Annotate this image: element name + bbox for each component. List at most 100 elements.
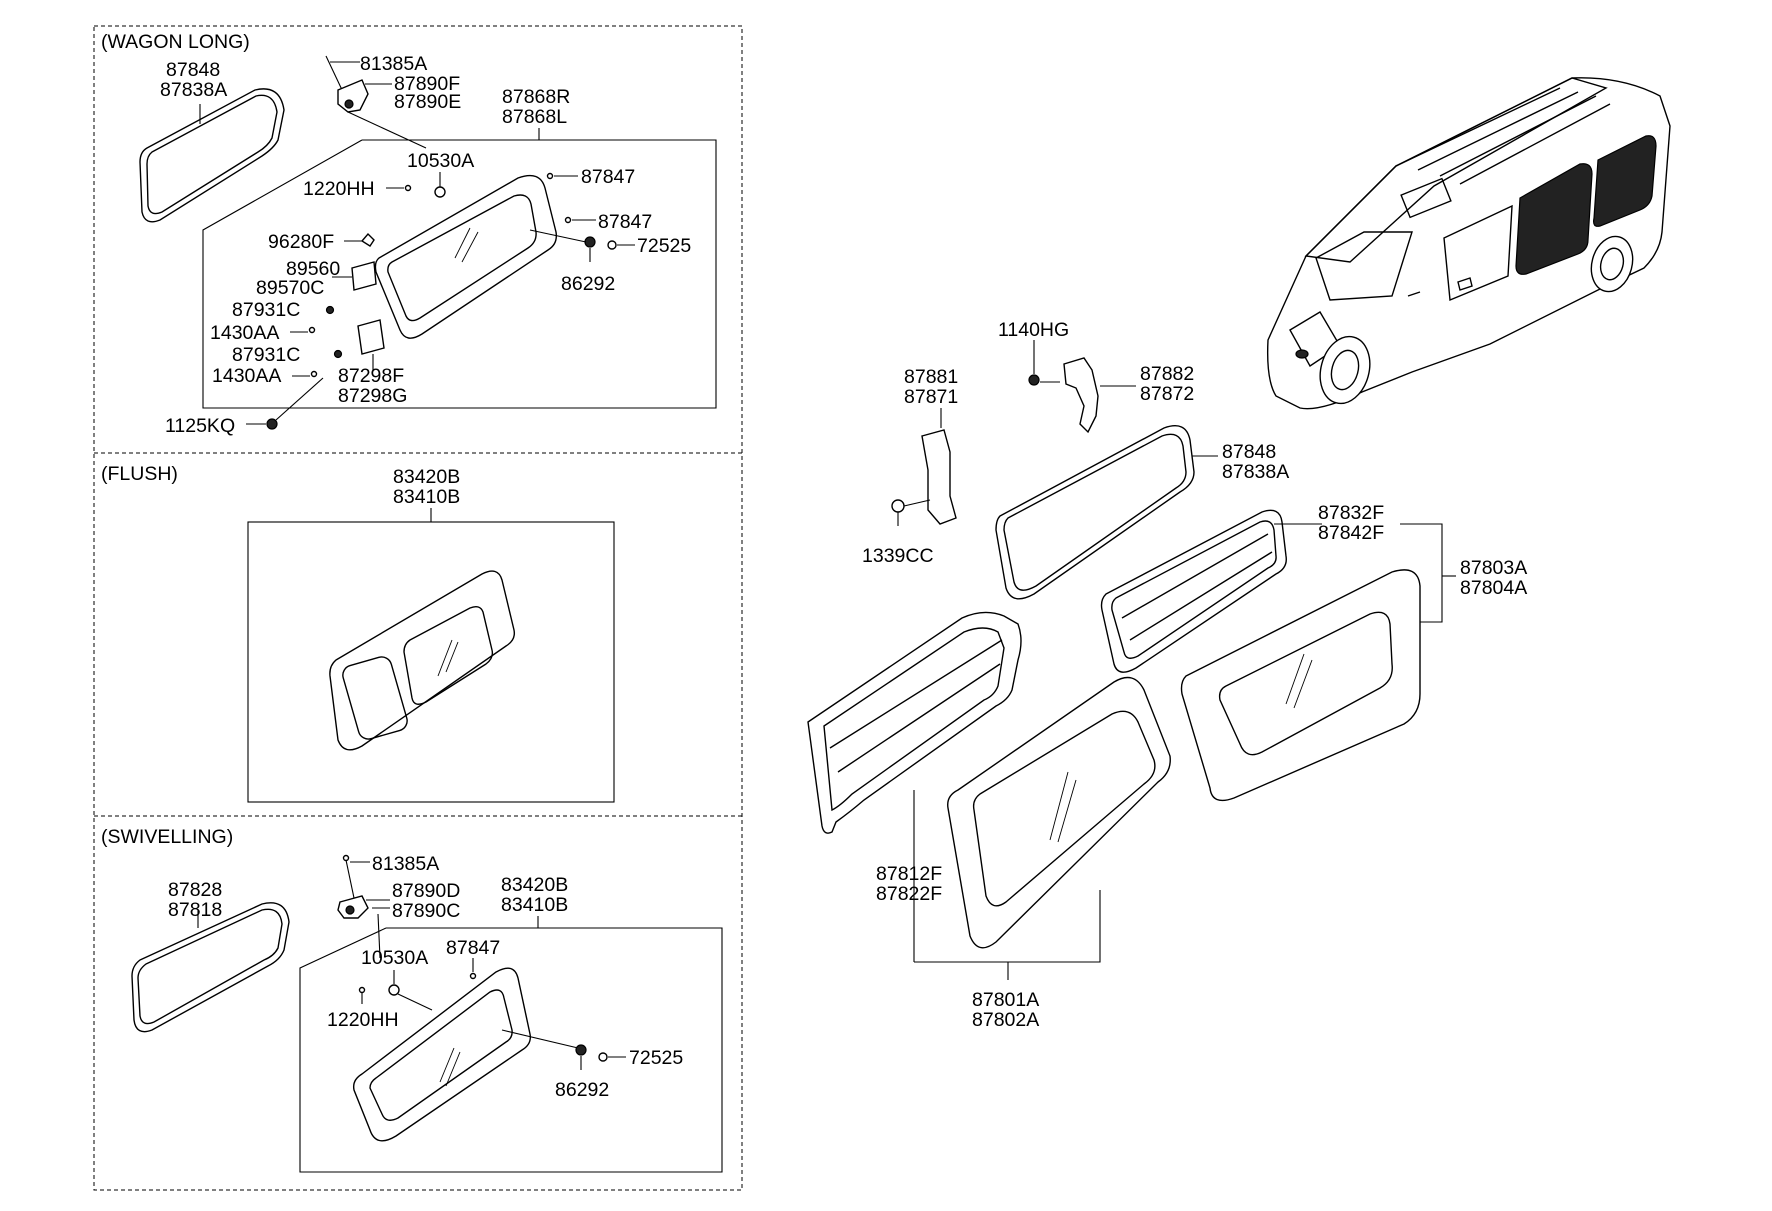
label-sw-81385A: 81385A	[372, 853, 439, 875]
leader-latch-to-glass	[347, 111, 427, 149]
bracket-line-87801A	[914, 890, 1101, 963]
leader-sw-10530A-glass	[397, 993, 433, 1011]
screw-1430AA-b	[310, 370, 318, 378]
label-87882: 87882	[1140, 363, 1194, 385]
van-illustration	[1266, 77, 1671, 410]
glass-inner	[387, 194, 537, 322]
sw-glass-inner	[369, 989, 513, 1121]
van-roof-rails	[1395, 87, 1611, 185]
pin-87847-a	[546, 172, 554, 180]
label-sw-86292: 86292	[555, 1079, 609, 1101]
van-emblem	[1295, 349, 1309, 359]
leader-1125KQ-diag	[275, 377, 324, 421]
flush-reflection-2	[445, 641, 459, 673]
label-87847-b: 87847	[598, 211, 652, 233]
sw-latch-pivot	[345, 905, 355, 915]
sw-latch-rod	[345, 859, 355, 899]
van-sunroof	[1400, 177, 1452, 219]
weatherstrip-part	[139, 88, 285, 223]
bolt-1125KQ	[266, 418, 278, 430]
sw-weatherstrip-part	[131, 902, 290, 1033]
frame-87832F-ribs	[1121, 533, 1273, 641]
main-weatherstrip	[995, 425, 1195, 600]
label-1430AA-b: 1430AA	[212, 365, 281, 387]
flush-reflection-1	[437, 639, 453, 677]
label-87890E: 87890E	[394, 91, 461, 113]
sw-assembly-box	[299, 927, 723, 1173]
flush-large-pane	[403, 605, 494, 705]
sw-fastener-10530A	[388, 984, 400, 996]
frame-87812F	[807, 611, 1022, 834]
label-87804A: 87804A	[1460, 577, 1527, 599]
label-87931C-b: 87931C	[232, 344, 300, 366]
label-87298G: 87298G	[338, 385, 407, 407]
clip-96280F	[360, 232, 375, 247]
label-sw-72525: 72525	[629, 1047, 683, 1069]
label-sw-83410B: 83410B	[501, 894, 568, 916]
weatherstrip-inner-edge	[146, 94, 278, 215]
label-87842F: 87842F	[1318, 522, 1384, 544]
glass-87803A-reflection-1	[1285, 653, 1305, 705]
van-body	[1266, 77, 1671, 410]
sw-weatherstrip-inner	[137, 908, 283, 1025]
label-87881: 87881	[904, 366, 958, 388]
glass-87801A-reflection-1	[1049, 771, 1069, 841]
label-87801A: 87801A	[972, 989, 1039, 1011]
label-87868R: 87868R	[502, 86, 570, 108]
label-1140HG: 1140HG	[998, 319, 1069, 341]
label-87890D: 87890D	[392, 880, 460, 902]
latch-part	[337, 79, 369, 113]
van-rear-wheel	[1590, 235, 1634, 293]
main-weatherstrip-inner	[1003, 433, 1187, 591]
label-87812F: 87812F	[876, 863, 942, 885]
leader-1339CC-bracket	[903, 499, 931, 507]
main-group: 1140HG 87882 87872 87881 87871 1339CC 87…	[807, 77, 1671, 1031]
label-87868L: 87868L	[502, 106, 567, 128]
label-10530A: 10530A	[407, 150, 474, 172]
label-87828: 87828	[168, 879, 222, 901]
label-1430AA-a: 1430AA	[210, 322, 279, 344]
label-89570C: 89570C	[256, 277, 324, 299]
pin-87847-b	[564, 216, 572, 224]
screw-1220HH	[404, 184, 412, 192]
bracket-line-87803A	[1400, 523, 1443, 623]
label-87931C-a: 87931C	[232, 299, 300, 321]
leader-sw-glass-to-nut	[501, 1029, 579, 1049]
label-86292: 86292	[561, 273, 615, 295]
latch-pivot	[344, 99, 354, 109]
section-title-flush: (FLUSH)	[101, 463, 178, 485]
label-1339CC: 1339CC	[862, 545, 934, 567]
bracket-87881	[921, 429, 957, 525]
swivelling-group: 87828 87818 81385A 87890D 87890C 83420B …	[131, 853, 723, 1173]
wagon-long-group: 87848 87838A 81385A 87890F 87890E 87868R…	[139, 53, 717, 437]
label-83420B: 83420B	[393, 466, 460, 488]
label-87872: 87872	[1140, 383, 1194, 405]
glass-reflection-1	[454, 227, 471, 259]
label-89560: 89560	[286, 258, 340, 280]
bracket-87882	[1063, 357, 1099, 434]
sw-reflection-2	[445, 1051, 461, 1087]
options-frame	[93, 25, 743, 1191]
glass-87801A	[947, 676, 1171, 949]
flush-group: 83420B 83410B	[247, 466, 615, 803]
label-main-87848: 87848	[1222, 441, 1276, 463]
label-87838A: 87838A	[160, 79, 227, 101]
glass-87803A-inner	[1218, 611, 1393, 756]
label-81385A: 81385A	[360, 53, 427, 75]
van-rear-side-window	[1515, 163, 1593, 275]
label-87802A: 87802A	[972, 1009, 1039, 1031]
label-1125KQ: 1125KQ	[165, 415, 235, 437]
label-87822F: 87822F	[876, 883, 942, 905]
sw-cap-72525	[598, 1052, 608, 1062]
nut-87931C-a	[325, 305, 335, 315]
label-96280F: 96280F	[268, 231, 334, 253]
cap-72525	[607, 240, 617, 250]
section-title-swivelling: (SWIVELLING)	[101, 826, 233, 848]
flush-small-pane	[342, 656, 408, 740]
label-87803A: 87803A	[1460, 557, 1527, 579]
leader-sw-latch-to-glass	[377, 913, 381, 959]
sw-reflection-1	[439, 1047, 455, 1083]
label-sw-10530A: 10530A	[361, 947, 428, 969]
fastener-10530A	[434, 186, 446, 198]
